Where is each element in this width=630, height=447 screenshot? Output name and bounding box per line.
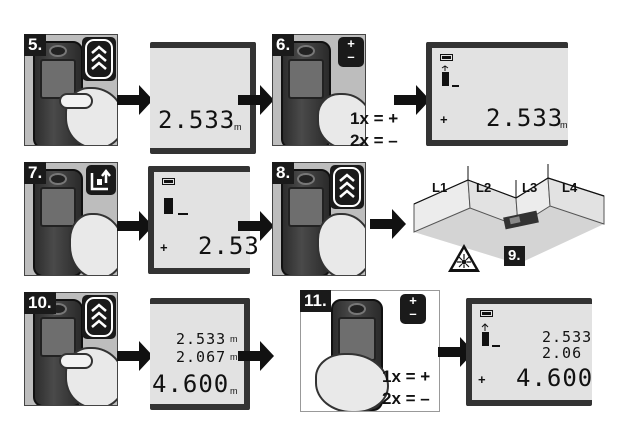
area-mode-icon [86, 165, 116, 195]
minus-glyph: – [347, 49, 355, 64]
minus-glyph: – [409, 306, 417, 321]
lcd-reading-1: 2.533 [542, 328, 593, 346]
press-once-text: 1x = + [382, 367, 431, 386]
step6-lcd: + 2.533 m [426, 42, 568, 146]
step-number: 6. [272, 34, 295, 56]
lcd-unit: m [230, 386, 238, 396]
device-screen [40, 187, 76, 227]
device-screen [40, 59, 76, 99]
segment-label-l4: L4 [562, 180, 578, 195]
step7-lcd: + 2.53 [148, 166, 259, 274]
chevrons-up-icon [82, 295, 116, 339]
device [33, 41, 83, 145]
plus-minus-icon: + – [338, 36, 364, 67]
battery-icon [162, 178, 175, 185]
plus-glyph: + [347, 36, 355, 51]
device-screen [40, 317, 76, 357]
device-lens [297, 45, 315, 57]
lcd-reading-2: 2.067 [176, 348, 227, 366]
lcd-reading: 2.533 [486, 104, 564, 132]
lcd-unit: m [234, 122, 242, 132]
arrow-right-icon [438, 337, 474, 367]
chevrons-up-icon [82, 37, 116, 81]
finger [59, 93, 93, 109]
press-once-text: 1x = + [350, 109, 399, 128]
device-lens [49, 173, 67, 185]
arrow-right-icon [117, 211, 153, 241]
press-twice-text: 2x = – [350, 131, 398, 150]
step-number: 7. [24, 162, 47, 184]
step11-lcd: 2.533 2.06 + 4.600 [466, 298, 592, 406]
lcd-reading: 2.53 [198, 232, 260, 260]
step-number: 5. [24, 34, 47, 56]
chevrons-up-icon [330, 165, 364, 209]
hand [317, 213, 365, 275]
measure-ref-icon [441, 65, 459, 87]
hand [69, 213, 117, 275]
lcd-reading-2: 2.06 [542, 344, 583, 362]
lcd-sign: + [440, 112, 448, 127]
segment-label-l2: L2 [476, 180, 492, 195]
hand [315, 353, 389, 411]
battery-icon [480, 310, 493, 317]
device-lens [348, 303, 366, 315]
step-number: 11. [300, 290, 331, 312]
plus-minus-icon: + – [400, 293, 426, 324]
arrow-right-icon [370, 209, 406, 239]
arrow-right-icon [117, 341, 153, 371]
arrow-right-icon [238, 85, 274, 115]
measure-ref-icon [164, 198, 188, 215]
lcd-reading: 2.533 [158, 106, 236, 134]
lcd-result: 4.600 [152, 370, 230, 398]
step-number: 8. [272, 162, 295, 184]
arrow-right-icon [238, 211, 274, 241]
device-screen [288, 59, 324, 99]
measure-ref-icon [481, 323, 500, 347]
step10-lcd: 2.533 m 2.067 m 4.600 m [150, 298, 250, 410]
segment-label-l3: L3 [522, 180, 538, 195]
room-walls [413, 164, 605, 264]
lcd-result: 4.600 [516, 364, 594, 392]
arrow-right-icon [117, 85, 153, 115]
arrow-right-icon [394, 85, 430, 115]
lcd-sign: + [160, 240, 168, 255]
segment-label-l1: L1 [432, 180, 448, 195]
lcd-unit: m [230, 352, 238, 362]
finger [59, 353, 93, 369]
step-number: 10. [24, 292, 56, 314]
step9-room-diagram: L1 L2 L3 L4 9. [408, 160, 608, 284]
laser-warning-icon [448, 244, 480, 272]
plus-glyph: + [409, 293, 417, 308]
lcd-unit: m [230, 334, 238, 344]
press-twice-text: 2x = – [382, 389, 430, 408]
device-lens [297, 173, 315, 185]
lcd-unit: m [560, 120, 568, 130]
battery-icon [440, 54, 453, 61]
lcd-sign: + [478, 372, 486, 387]
step-number: 9. [504, 246, 525, 266]
hand [317, 93, 365, 145]
device-screen [288, 187, 324, 227]
device-lens [49, 45, 67, 57]
lcd-reading-1: 2.533 [176, 330, 227, 348]
arrow-right-icon [238, 341, 274, 371]
